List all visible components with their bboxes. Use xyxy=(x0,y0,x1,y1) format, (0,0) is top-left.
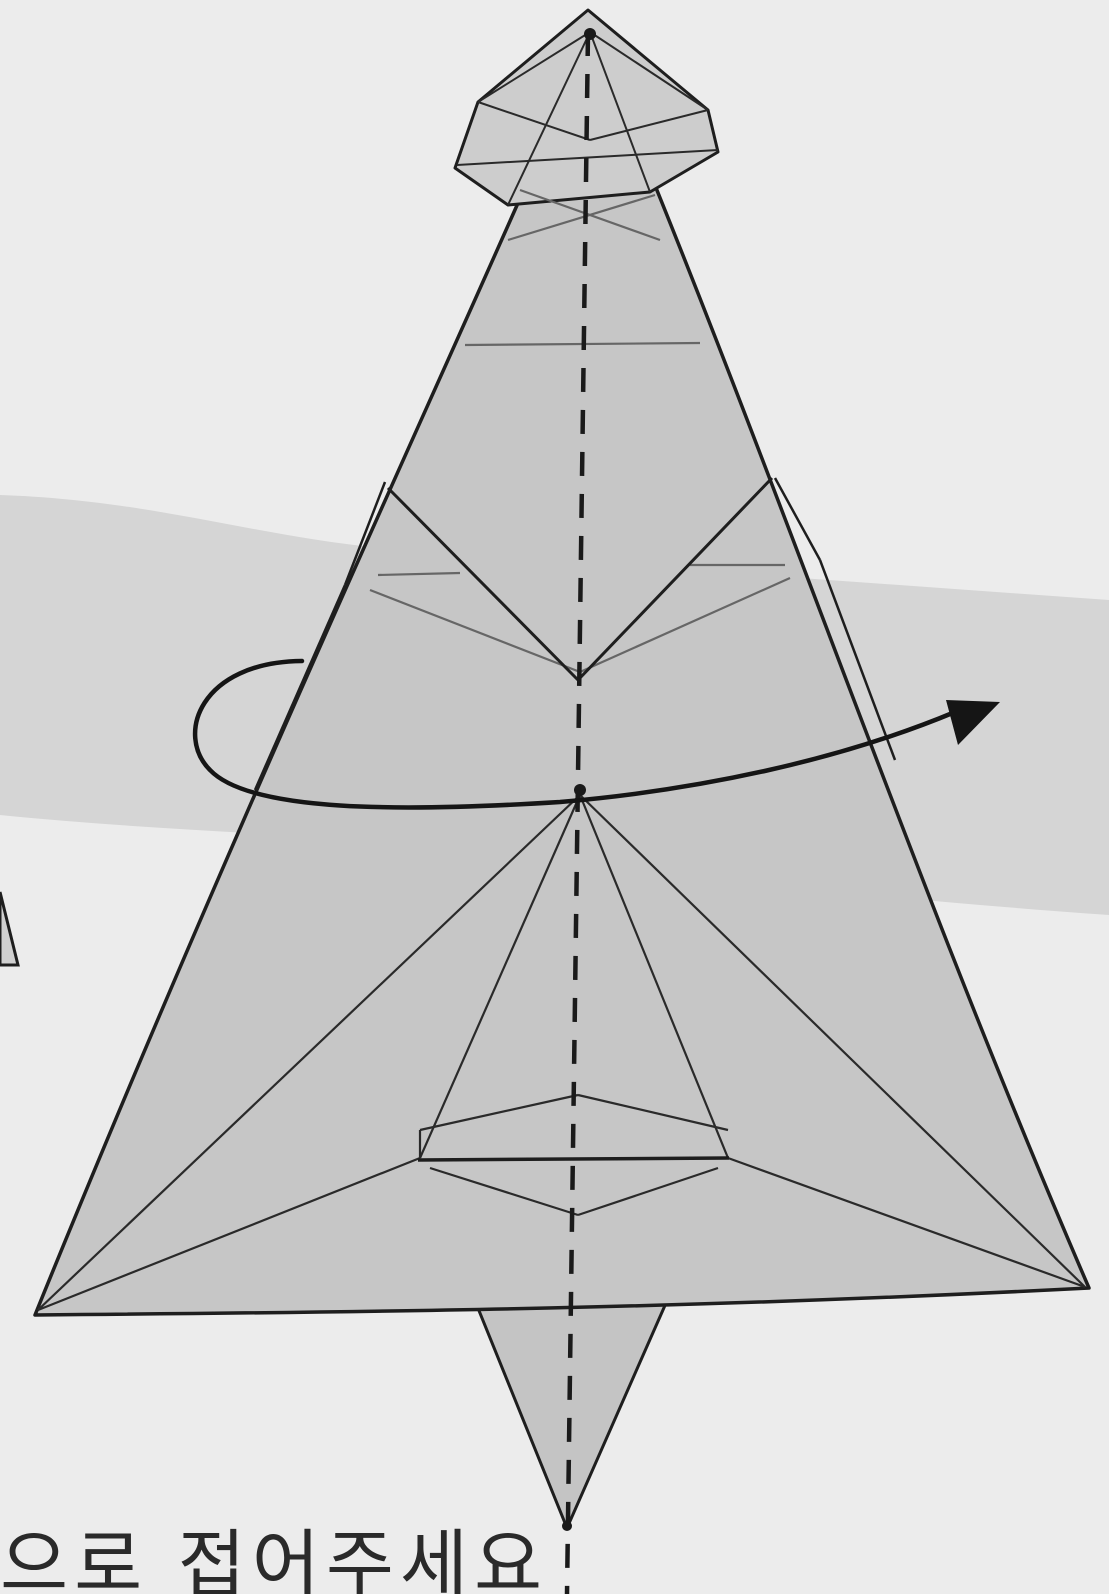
tail-top-crease xyxy=(418,1158,729,1160)
fold-point-top xyxy=(584,28,596,40)
partial-neighbor-shape xyxy=(0,892,18,965)
fold-point-middle xyxy=(574,784,586,796)
fold-point-bottom xyxy=(562,1521,572,1531)
instruction-caption: 으로 접어주세요 xyxy=(0,1505,548,1594)
